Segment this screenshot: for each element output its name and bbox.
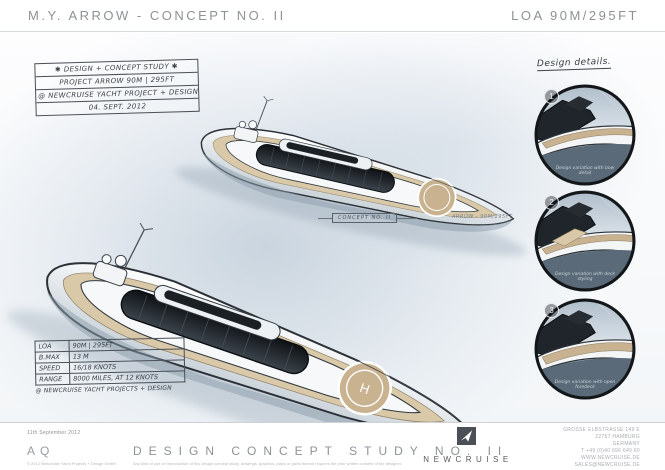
contact-line: SALES@NEWCRUISE.DE — [574, 462, 640, 468]
helipad-letter: H — [358, 380, 372, 397]
detail-number-badge: 2 — [544, 195, 559, 210]
sketch-canvas: H ✱ DESIGN + CONCEPT STUDY ✱ PROJECT ARR… — [0, 33, 665, 422]
contact-line: GROSSE ELBSTRASSE 149 E — [563, 427, 640, 433]
brand-name: NEWCRUISE — [423, 455, 513, 464]
spec-label: RANGE — [35, 373, 70, 386]
leader-line — [397, 217, 418, 219]
detail-number-badge: 1 — [544, 89, 559, 104]
contact-line: T +49 (0)40 696 649 60 — [581, 448, 640, 454]
concept-callout: CONCEPT NO. II — [318, 213, 418, 223]
loa-spec: LOA 90M/295FT — [511, 8, 639, 23]
sail-icon — [460, 430, 473, 442]
design-details-heading: Design details. — [536, 56, 612, 72]
concept-label: CONCEPT NO. II — [332, 213, 398, 223]
bow-detail-sketch — [534, 84, 636, 186]
detail-bubble-3: 3 Design variation with open foredeck — [534, 298, 636, 400]
spec-label: SPEED — [35, 362, 70, 375]
detail-bubble-1: 1 Design variation with bow detail — [534, 84, 636, 186]
spec-label: B.MAX — [35, 351, 70, 364]
contact-line: GERMANY — [612, 441, 640, 447]
detail-caption: Design variation with open foredeck — [554, 379, 616, 391]
leader-line — [318, 217, 332, 219]
detail-number-badge: 3 — [544, 303, 559, 318]
detail-caption: Design variation with bow detail — [555, 165, 615, 177]
spec-table: LOA 90M | 295FT B.MAX 13 M SPEED 16/18 K… — [34, 337, 185, 395]
spec-value: 8000 MILES, AT 12 KNOTS — [69, 370, 185, 385]
handwritten-note-box: ✱ DESIGN + CONCEPT STUDY ✱ PROJECT ARROW… — [34, 58, 200, 117]
newcruise-logo — [457, 427, 476, 445]
copyright-fine-print: © 2012 Newcruise Yacht Projects + Design… — [27, 461, 116, 466]
detail-bubble-2: 2 Design variation with deck styling — [534, 190, 636, 292]
upper-yacht-rendering — [171, 81, 530, 271]
spec-label: LOA — [34, 340, 70, 353]
footer-title: DESIGN CONCEPT STUDY NO. II — [133, 444, 509, 458]
yacht-sketch: H — [0, 33, 530, 422]
page-title: M.Y. ARROW - CONCEPT NO. II — [28, 8, 286, 23]
footer-bar: 11th September 2012 AQ © 2012 Newcruise … — [0, 422, 665, 470]
sheet-code: AQ — [27, 444, 55, 458]
footer-date: 11th September 2012 — [27, 430, 81, 436]
detail-caption: Design variation with deck styling — [555, 271, 615, 283]
contact-line: WWW.NEWCRUISE.DE — [581, 455, 640, 461]
header-bar: M.Y. ARROW - CONCEPT NO. II LOA 90M/295F… — [0, 0, 665, 32]
table-row: RANGE 8000 MILES, AT 12 KNOTS — [35, 370, 185, 386]
disclaimer-fine-print: Any kind of use or reproduction of this … — [133, 461, 402, 466]
side-caption: ARROW - 90M/295FT — [452, 214, 513, 220]
bow-detail-sketch — [534, 298, 636, 400]
contact-block: GROSSE ELBSTRASSE 149 E 22767 HAMBURG GE… — [563, 427, 640, 469]
contact-line: 22767 HAMBURG — [595, 434, 640, 440]
